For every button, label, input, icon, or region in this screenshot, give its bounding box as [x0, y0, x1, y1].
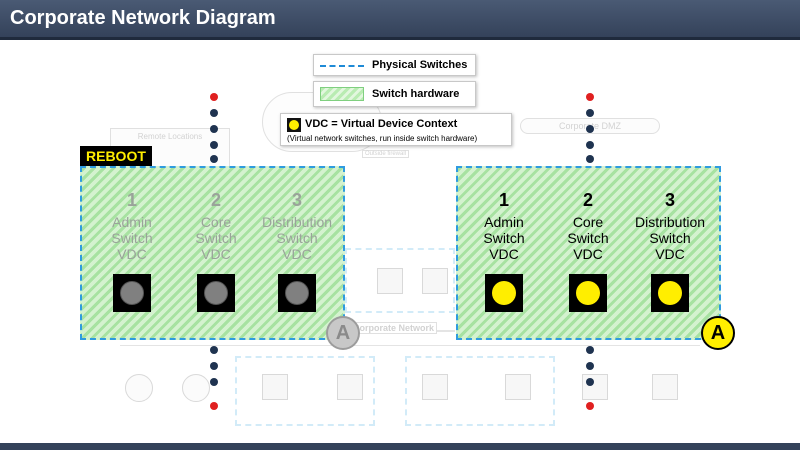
left-badge-a: A — [326, 316, 360, 350]
left-vdc-3-number: 3 — [291, 190, 302, 210]
right-vdc-1-number: 1 — [498, 190, 509, 210]
right-vdc-3-number: 3 — [664, 190, 675, 210]
legend-physical-switches-label: Physical Switches — [372, 59, 468, 71]
legend-physical-switches: Physical Switches — [313, 54, 476, 76]
link-dots-left-bottom — [210, 346, 218, 416]
right-vdc-2-label: Core Switch VDC — [567, 214, 609, 262]
right-vdc-3-label: Distribution Switch VDC — [634, 214, 706, 262]
left-vdc-2-icon — [197, 274, 235, 312]
legend-switch-hardware: Switch hardware — [313, 81, 476, 107]
page-title: Corporate Network Diagram — [10, 7, 276, 29]
right-vdc-2-number: 2 — [582, 190, 593, 210]
background-switch-frame-bottom-right — [405, 356, 555, 426]
background-switch-frame-bottom-left — [235, 356, 375, 426]
right-vdc-1-icon — [485, 274, 523, 312]
left-vdc-1-number: 1 — [126, 190, 137, 210]
left-switch-hardware: 1 Admin Switch VDC 2 Core Switch VDC 3 D… — [80, 166, 345, 340]
hatch-sample — [320, 87, 364, 101]
left-vdc-2-number: 2 — [210, 190, 221, 210]
right-switch-hardware: 1 Admin Switch VDC 2 Core Switch VDC 3 D… — [456, 166, 721, 340]
left-vdc-3-label: Distribution Switch VDC — [261, 214, 333, 262]
link-dots-left-top — [210, 93, 218, 163]
left-vdc-3-icon — [278, 274, 316, 312]
left-vdc-2-label: Core Switch VDC — [195, 214, 237, 262]
vdc-sample-icon — [287, 118, 301, 132]
right-vdc-2-icon — [569, 274, 607, 312]
legend-switch-hardware-label: Switch hardware — [372, 88, 460, 100]
legend-vdc-title: VDC = Virtual Device Context — [305, 118, 458, 130]
outside-firewall-label: Outside firewall — [362, 150, 410, 158]
link-dots-right-top — [586, 93, 594, 163]
right-badge-a: A — [701, 316, 735, 350]
background-switch-frame — [345, 248, 455, 313]
remote-locations-label: Remote Locations — [137, 132, 203, 141]
dashed-line-sample — [320, 65, 364, 67]
bottom-bar — [0, 443, 800, 450]
left-vdc-1-label: Admin Switch VDC — [111, 214, 153, 262]
right-vdc-3-icon — [651, 274, 689, 312]
corporate-network-label: Corporate Network — [350, 322, 438, 334]
reboot-label: REBOOT — [80, 146, 152, 166]
link-dots-right-bottom — [586, 346, 594, 416]
title-bar: Corporate Network Diagram — [0, 0, 800, 40]
left-vdc-1-icon — [113, 274, 151, 312]
legend-vdc: VDC = Virtual Device Context (Virtual ne… — [280, 113, 512, 146]
right-vdc-1-label: Admin Switch VDC — [483, 214, 525, 262]
legend-vdc-subtitle: (Virtual network switches, run inside sw… — [287, 134, 478, 143]
